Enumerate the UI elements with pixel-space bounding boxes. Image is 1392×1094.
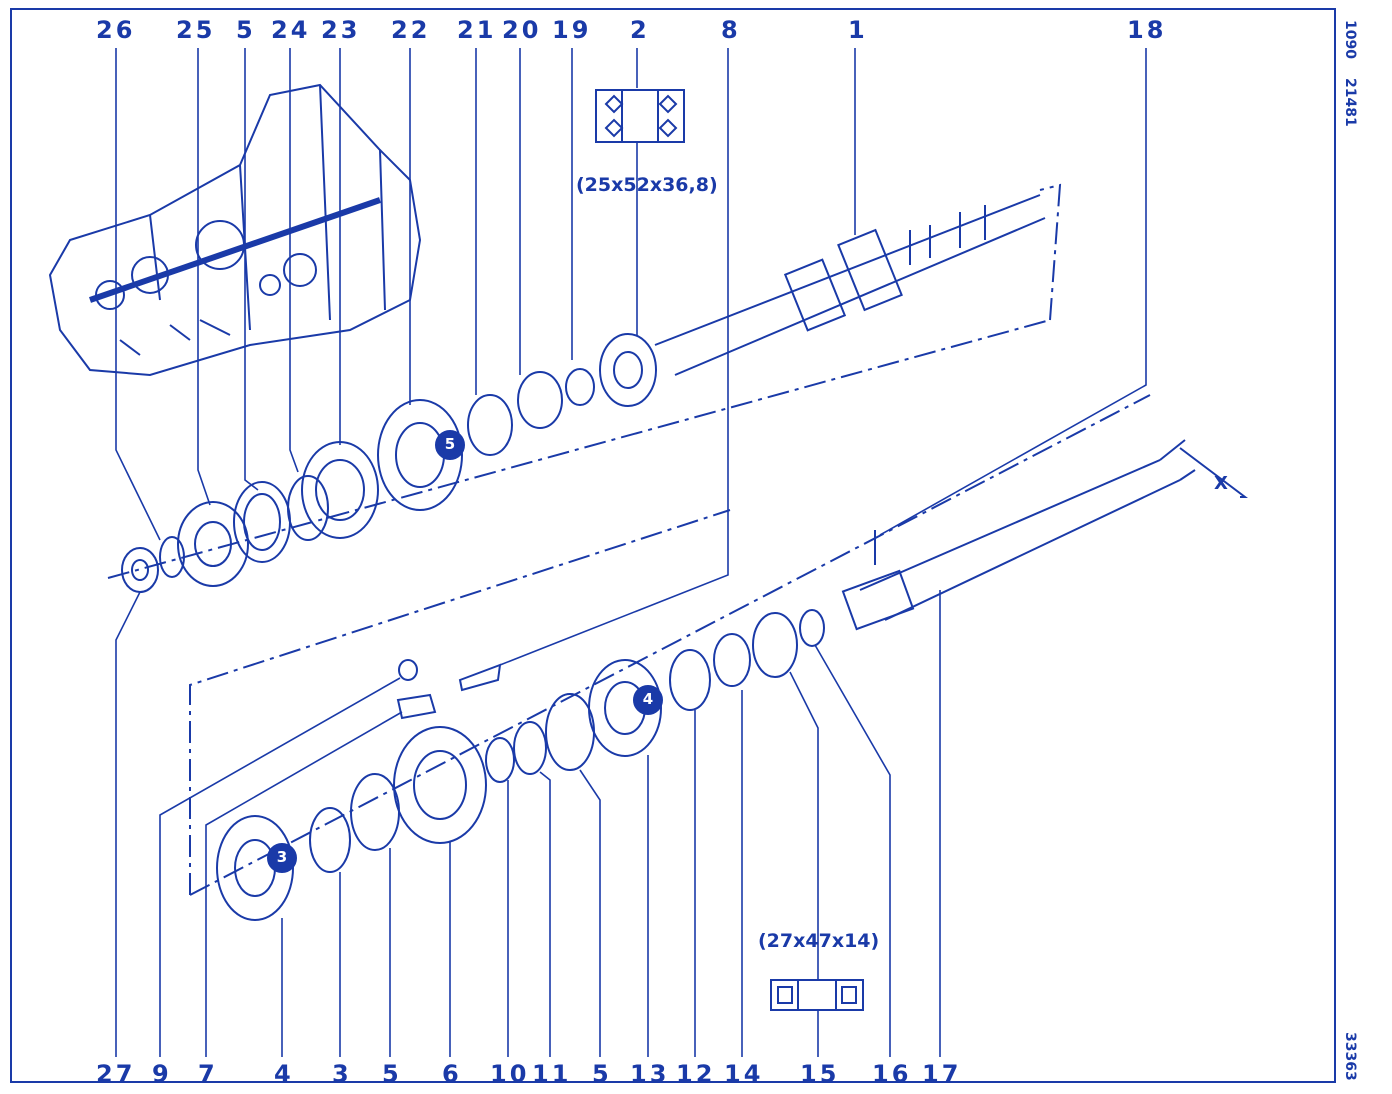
lower-shaft-parts (216, 609, 825, 921)
callout-1: 1 (848, 16, 868, 44)
callout-25: 25 (176, 16, 216, 44)
bearing-section-icon-bottom (770, 979, 864, 1011)
callout-16: 16 (872, 1060, 912, 1088)
callout-2: 2 (630, 16, 650, 44)
bearing-section-icon-top (595, 89, 685, 143)
callout-10: 10 (490, 1060, 530, 1088)
callout-14: 14 (724, 1060, 764, 1088)
callout-5-lower-a: 5 (382, 1060, 402, 1088)
bearing-size-top: (25x52x36,8) (576, 174, 718, 196)
callout-9: 9 (152, 1060, 172, 1088)
callout-4: 4 (274, 1060, 294, 1088)
callout-11: 11 (532, 1060, 572, 1088)
callout-15: 15 (800, 1060, 840, 1088)
callout-27: 27 (96, 1060, 136, 1088)
callout-3: 3 (332, 1060, 352, 1088)
callout-5-lower-b: 5 (592, 1060, 612, 1088)
gear-badge-3: 3 (276, 848, 288, 866)
callout-17: 17 (922, 1060, 962, 1088)
callout-5: 5 (236, 16, 256, 44)
callout-22: 22 (391, 16, 431, 44)
gear-badge-5: 5 (444, 435, 456, 453)
side-code-1090: 1090 (1342, 20, 1358, 59)
callout-18: 18 (1127, 16, 1167, 44)
callout-7: 7 (198, 1060, 218, 1088)
drawing-frame (10, 8, 1336, 1083)
upper-shaft-parts (121, 333, 657, 593)
main-shaft-upper (654, 194, 1046, 376)
callout-26: 26 (96, 16, 136, 44)
leader-lines-top (115, 48, 1147, 666)
callout-8: 8 (721, 16, 741, 44)
leader-lines-bottom (115, 590, 941, 1057)
side-code-33363: 33363 (1342, 1032, 1358, 1081)
callout-21: 21 (457, 16, 497, 44)
upper-shaft-axis (107, 183, 1062, 579)
callout-23: 23 (321, 16, 361, 44)
gear-badge-4: 4 (642, 690, 654, 708)
callout-19: 19 (552, 16, 592, 44)
callout-24: 24 (271, 16, 311, 44)
callout-20: 20 (502, 16, 542, 44)
lower-shaft-axis (189, 394, 1151, 896)
output-shaft-lower (841, 439, 1248, 631)
bearing-size-bottom: (27x47x14) (758, 930, 880, 952)
callout-6: 6 (442, 1060, 462, 1088)
gearbox-housing-illustration (48, 83, 422, 377)
axis-marker-x: X (1214, 473, 1228, 494)
callout-13: 13 (630, 1060, 670, 1088)
callout-12: 12 (676, 1060, 716, 1088)
side-code-21481: 21481 (1342, 78, 1358, 127)
